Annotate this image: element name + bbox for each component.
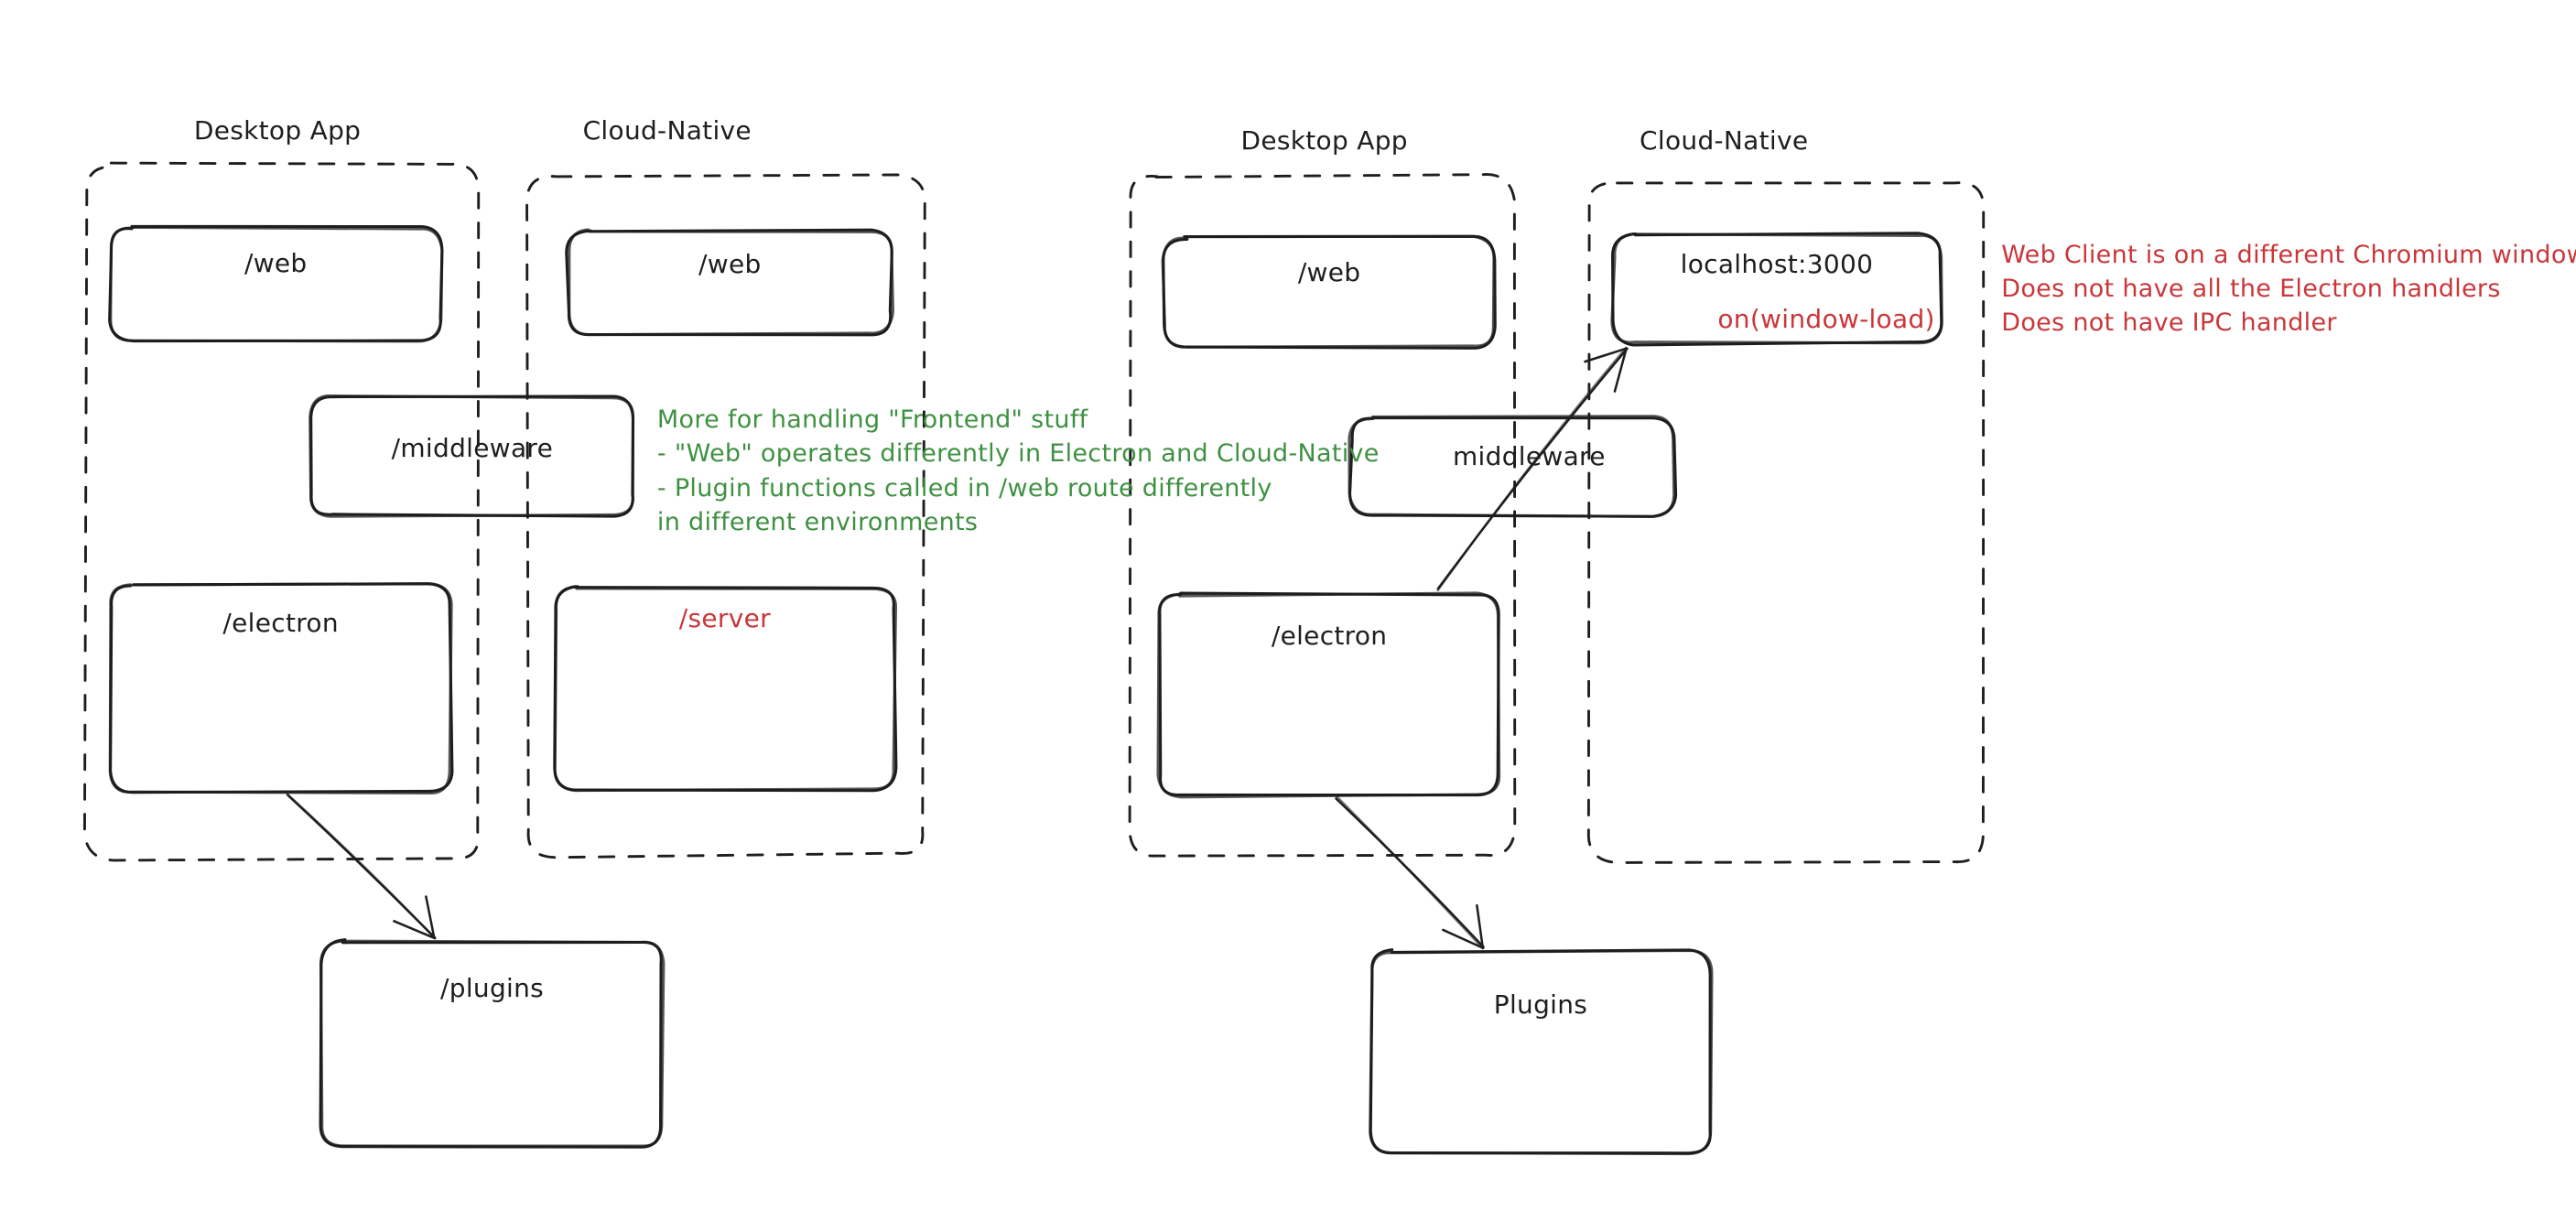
annotation-line: More for handling "Frontend" stuff (656, 405, 1088, 435)
box-label-right-plugins: Plugins (1493, 989, 1588, 1020)
box-label-left-cloud-web: /web (698, 249, 762, 280)
annotation-line: Web Client is on a different Chromium wi… (2001, 240, 2576, 269)
annotation-line: in different environments (656, 507, 979, 536)
box-label-right-middleware: middleware (1452, 440, 1606, 471)
box-label-left-electron: /electron (222, 607, 339, 638)
group-title-right-cloud-native: Cloud-Native (1640, 125, 1809, 157)
annotation-line: Does not have IPC handler (2001, 308, 2337, 338)
box-label-left-plugins: /plugins (440, 972, 545, 1003)
group-title-left-desktop-app: Desktop App (193, 115, 362, 146)
box-label-left-desktop-web: /web (244, 247, 308, 278)
annotation-line: Does not have all the Electron handlers (2001, 275, 2501, 304)
group-title-left-cloud-native: Cloud-Native (582, 115, 752, 146)
box-label-left-server: /server (678, 602, 771, 633)
group-title-right-desktop-app: Desktop App (1240, 125, 1408, 157)
annotation-right-red-note: Web Client is on a different Chromium wi… (2001, 238, 2576, 340)
annotation-line: - "Web" operates differently in Electron… (656, 439, 1380, 469)
box-label-right-desktop-web: /web (1297, 257, 1361, 288)
box-label-right-electron: /electron (1271, 621, 1388, 652)
box-sublabel-right-localhost: on(window-load) (1717, 303, 1935, 334)
box-label-right-localhost: localhost:3000 (1680, 249, 1874, 280)
box-label-left-middleware: /middleware (391, 432, 554, 463)
annotation-line: - Plugin functions called in /web route … (656, 473, 1272, 503)
annotation-left-green-note: More for handling "Frontend" stuff - "Web… (657, 403, 1380, 539)
